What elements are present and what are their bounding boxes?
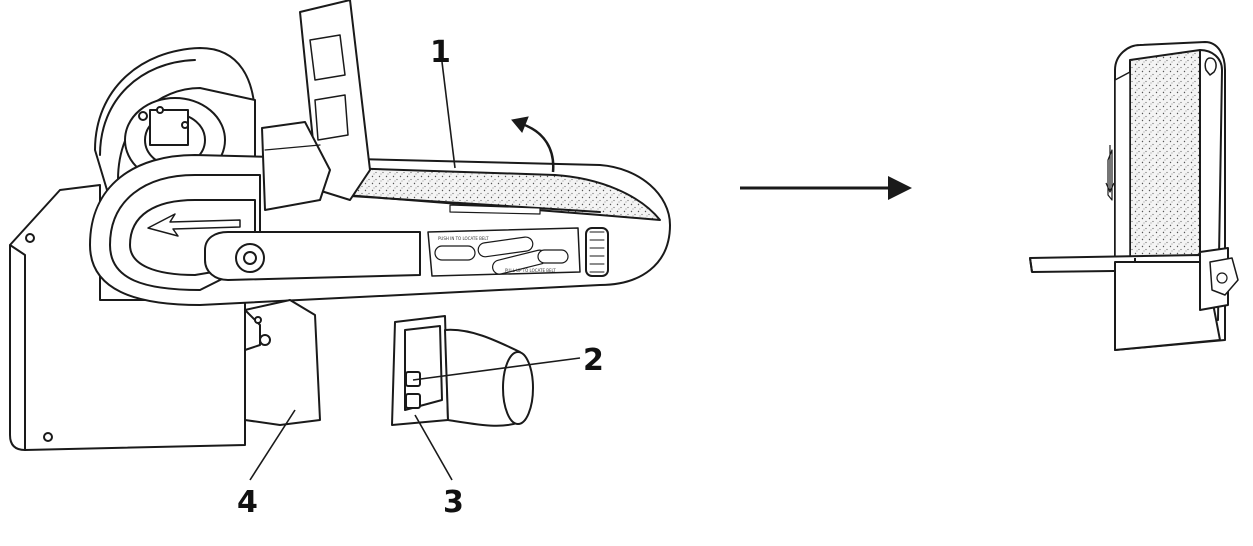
curved-arrow-icon [511,116,555,173]
belt-sander-vertical [1029,41,1239,351]
callout-4: 4 [237,485,258,520]
base-cabinet [9,184,246,451]
sanding-belt [344,167,661,221]
belt-sander-main [9,0,671,451]
callout-3: 3 [443,485,464,520]
decal-text-1: PUSH IN TO LOCATE BELT [438,236,489,241]
direction-arrow-vertical-icon [1105,145,1115,193]
decal-text-2: PULL UP TO LOCATE BELT [505,268,556,273]
dust-port-adapter [391,315,534,427]
callout-2: 2 [583,343,604,378]
dust-port-4 [244,299,321,426]
tracking-knob [585,227,609,277]
callout-1: 1 [430,35,451,70]
transition-arrow-icon [740,176,912,200]
leader-lines [249,61,581,481]
direction-arrow-icon [147,213,241,237]
